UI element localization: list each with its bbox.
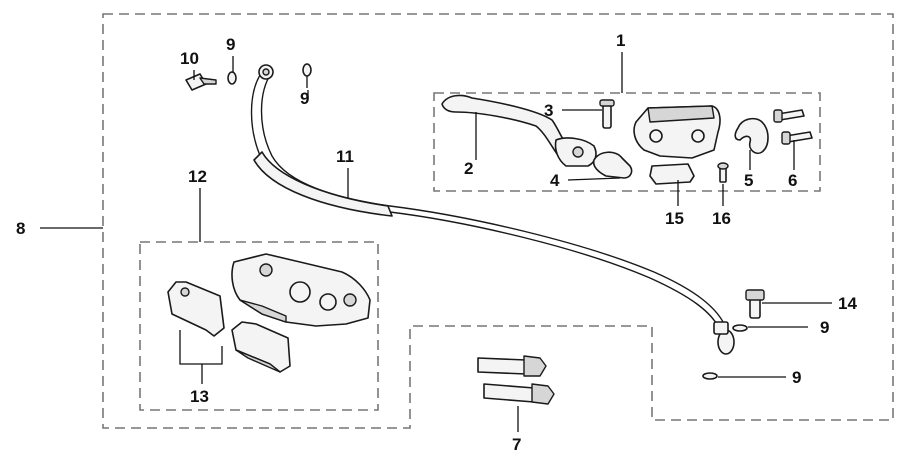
master-cylinder-frame bbox=[433, 92, 821, 192]
caliper-frame bbox=[139, 241, 379, 411]
brake-pad-right bbox=[231, 321, 291, 373]
label-15: 15 bbox=[665, 209, 684, 228]
leader-lines bbox=[40, 52, 832, 432]
label-11: 11 bbox=[336, 147, 354, 166]
label-12: 12 bbox=[188, 167, 207, 186]
caliper-bolt-7-upper bbox=[477, 355, 547, 377]
brake-lever-2 bbox=[441, 94, 597, 167]
label-9-lower-upper: 9 bbox=[820, 318, 829, 337]
brake-pad-left bbox=[167, 281, 225, 337]
lever-adjuster-4 bbox=[592, 151, 633, 179]
handlebar-clamp-5 bbox=[734, 117, 769, 155]
label-9-top-right: 9 bbox=[300, 89, 309, 108]
label-6: 6 bbox=[788, 171, 797, 190]
label-3: 3 bbox=[544, 101, 553, 120]
label-4: 4 bbox=[550, 171, 560, 190]
banjo-bolt-14 bbox=[745, 289, 765, 319]
washer-9-top-right bbox=[302, 63, 312, 77]
label-9-top-left: 9 bbox=[226, 35, 235, 54]
washer-9-lower-upper bbox=[732, 324, 748, 332]
brake-hose bbox=[250, 64, 735, 355]
brake-switch-15 bbox=[649, 163, 695, 185]
switch-screw-16 bbox=[717, 162, 729, 183]
pivot-bolt-3 bbox=[599, 99, 615, 129]
label-14: 14 bbox=[838, 294, 857, 313]
washer-9-lower-bottom bbox=[702, 372, 718, 380]
banjo-bolt-10 bbox=[185, 73, 217, 91]
label-5: 5 bbox=[744, 171, 753, 190]
label-8: 8 bbox=[16, 219, 25, 238]
label-10: 10 bbox=[180, 49, 199, 68]
label-2: 2 bbox=[464, 159, 473, 178]
clamp-bolts-6 bbox=[773, 109, 813, 145]
caliper-body bbox=[231, 253, 371, 327]
label-7: 7 bbox=[512, 435, 521, 454]
master-cylinder-body bbox=[633, 105, 721, 159]
washer-9-top-left bbox=[227, 71, 237, 85]
caliper-bolt-7-lower bbox=[483, 383, 555, 405]
label-1: 1 bbox=[616, 31, 625, 50]
label-13: 13 bbox=[190, 387, 209, 406]
label-16: 16 bbox=[712, 209, 731, 228]
label-9-lower-bottom: 9 bbox=[792, 368, 801, 387]
